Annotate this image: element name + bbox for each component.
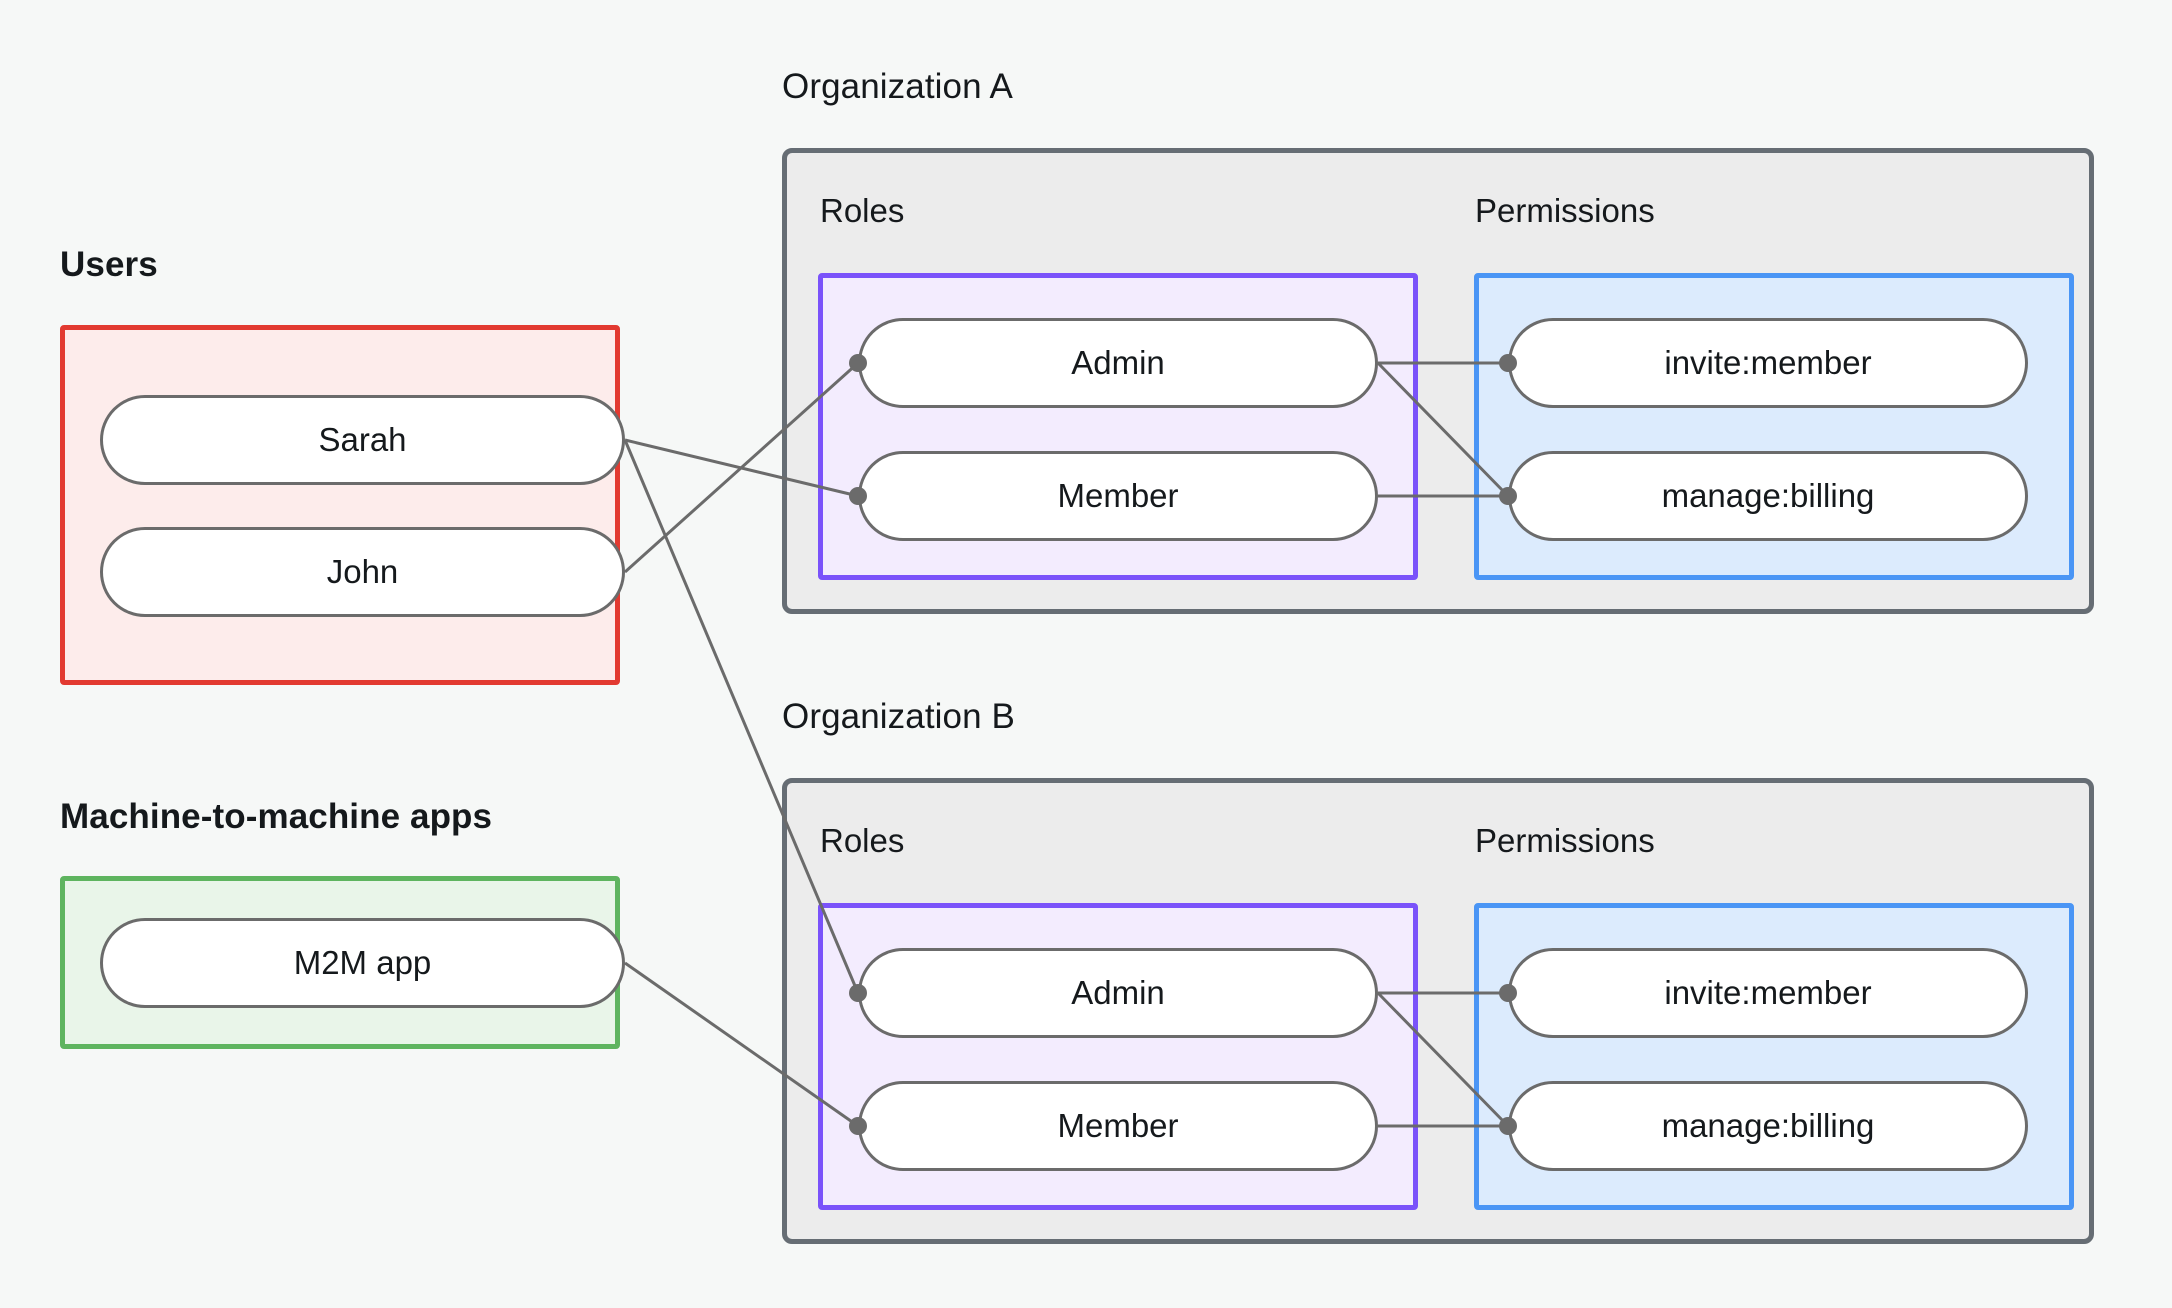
org-b-permission-invite-member-label: invite:member bbox=[1664, 974, 1872, 1011]
user-node-john[interactable]: John bbox=[100, 527, 625, 617]
org-a-roles-label: Roles bbox=[820, 192, 905, 229]
org-a-role-admin-label: Admin bbox=[1071, 344, 1165, 381]
org-a-permission-manage-billing-label: manage:billing bbox=[1661, 477, 1875, 514]
connector-dot-org-a-member-in bbox=[849, 487, 867, 505]
connector-dot-org-a-admin-in bbox=[849, 354, 867, 372]
org-b-role-admin-label: Admin bbox=[1071, 974, 1165, 1011]
user-node-john-label: John bbox=[326, 553, 399, 590]
connector-dot-org-b-member-in bbox=[849, 1117, 867, 1135]
org-a-role-member-label: Member bbox=[1057, 477, 1179, 514]
org-b-role-admin[interactable]: Admin bbox=[858, 948, 1378, 1038]
users-group-label: Users bbox=[60, 245, 158, 284]
org-a-permission-manage-billing[interactable]: manage:billing bbox=[1508, 451, 2028, 541]
org-a-permission-invite-member[interactable]: invite:member bbox=[1508, 318, 2028, 408]
org-b-permission-manage-billing[interactable]: manage:billing bbox=[1508, 1081, 2028, 1171]
org-b-role-member-label: Member bbox=[1057, 1107, 1179, 1144]
org-b-roles-label: Roles bbox=[820, 822, 905, 859]
org-b-permission-invite-member[interactable]: invite:member bbox=[1508, 948, 2028, 1038]
m2m-node-app[interactable]: M2M app bbox=[100, 918, 625, 1008]
m2m-node-app-label: M2M app bbox=[293, 944, 432, 981]
user-node-sarah[interactable]: Sarah bbox=[100, 395, 625, 485]
org-a-role-member[interactable]: Member bbox=[858, 451, 1378, 541]
org-a-permissions-label: Permissions bbox=[1475, 192, 1655, 229]
connector-dot-org-a-billing-in bbox=[1499, 487, 1517, 505]
org-b-label: Organization B bbox=[782, 697, 1015, 736]
connector-dot-org-a-invite-in bbox=[1499, 354, 1517, 372]
user-node-sarah-label: Sarah bbox=[318, 421, 407, 458]
m2m-group-label: Machine-to-machine apps bbox=[60, 797, 493, 836]
connector-dot-org-b-admin-in bbox=[849, 984, 867, 1002]
org-a-permission-invite-member-label: invite:member bbox=[1664, 344, 1872, 381]
org-b-permission-manage-billing-label: manage:billing bbox=[1661, 1107, 1875, 1144]
connector-dot-org-b-billing-in bbox=[1499, 1117, 1517, 1135]
org-b-permissions-label: Permissions bbox=[1475, 822, 1655, 859]
org-a-role-admin[interactable]: Admin bbox=[858, 318, 1378, 408]
connector-dot-org-b-invite-in bbox=[1499, 984, 1517, 1002]
users-group-box bbox=[60, 325, 620, 685]
org-b-role-member[interactable]: Member bbox=[858, 1081, 1378, 1171]
org-a-label: Organization A bbox=[782, 67, 1013, 106]
